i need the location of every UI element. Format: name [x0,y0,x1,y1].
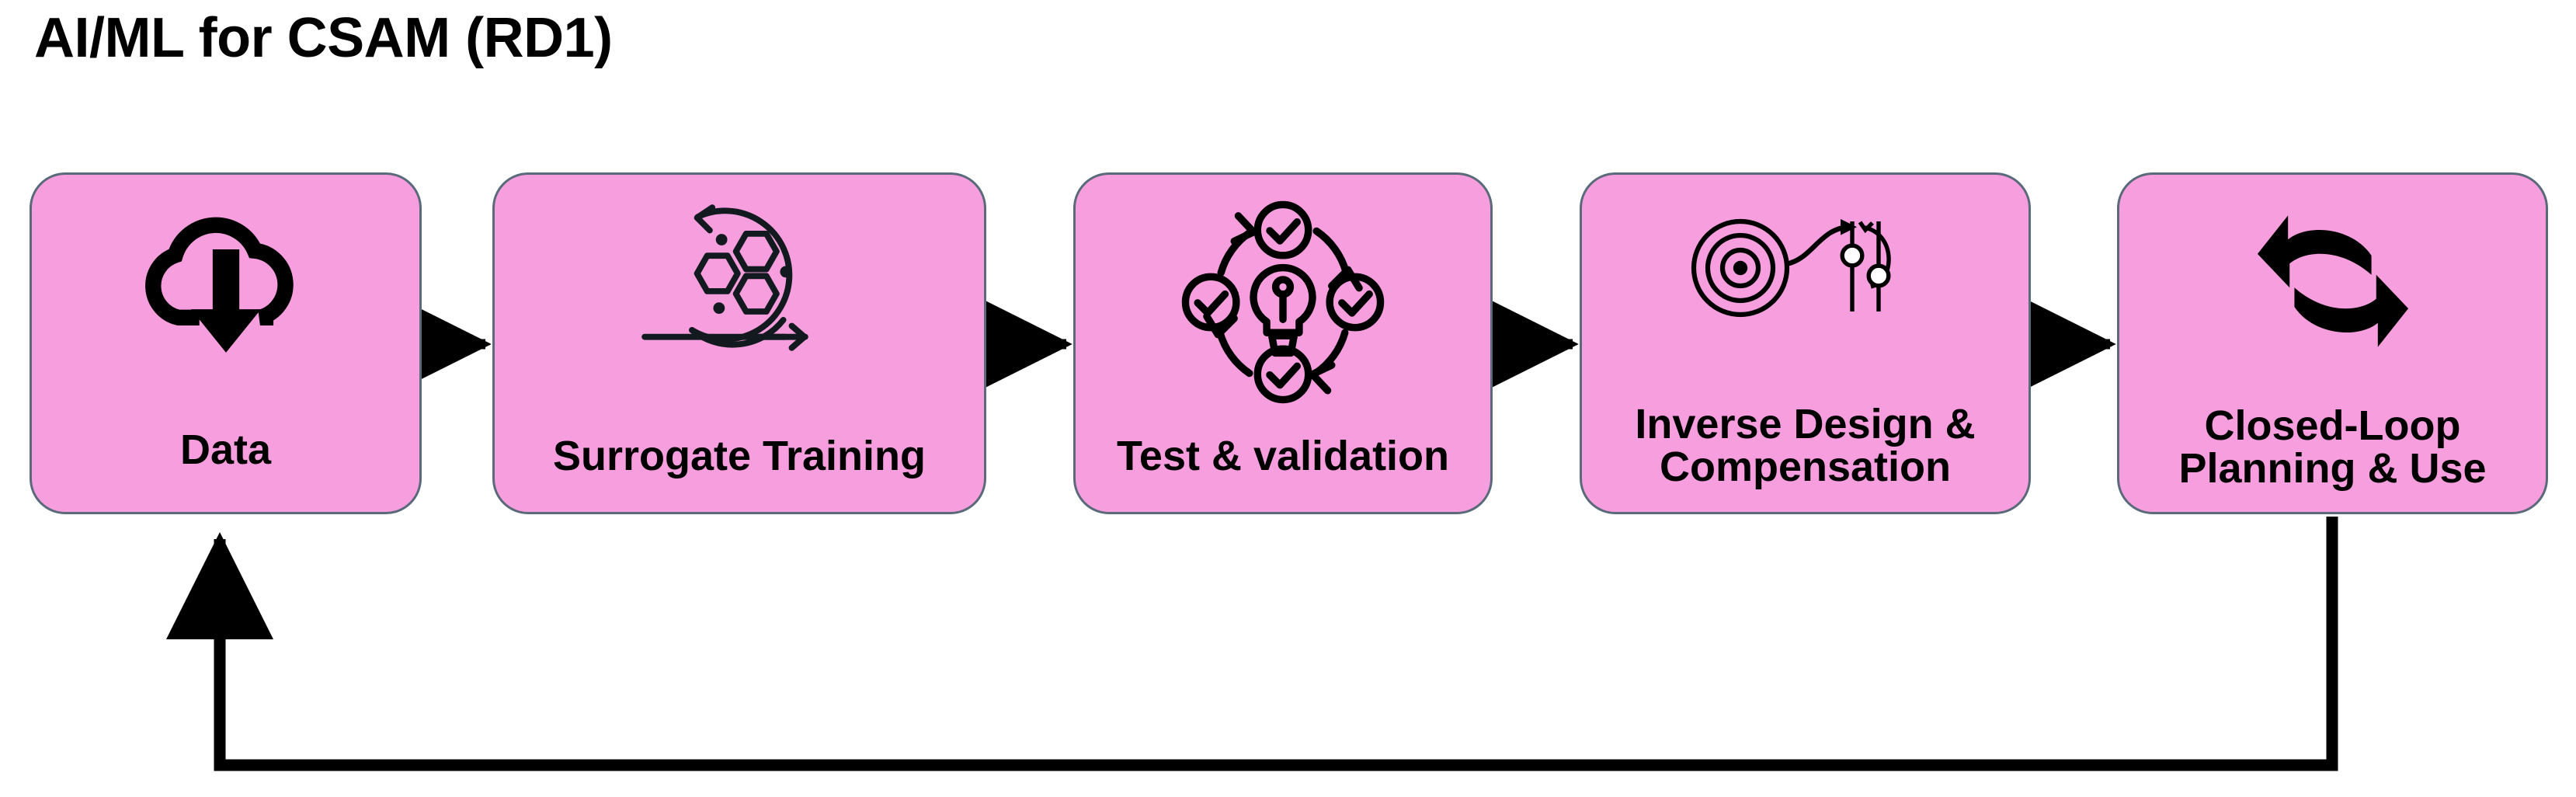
flow-node-label: Surrogate Training [552,432,926,479]
cloud-download-icon [32,175,419,366]
flow-node-data[interactable]: Data [30,172,422,514]
feedback-loop-arrow-up [166,517,2338,771]
flow-node-closed[interactable]: Closed-Loop Planning & Use [2117,172,2548,514]
flow-node-label: Test & validation [1116,432,1450,479]
lightbulb-checks-cycle-icon [1076,175,1490,406]
target-sliders-icon [1582,175,2028,336]
training-loop-hexagons-icon [495,175,984,369]
flow-node-test[interactable]: Test & validation [1073,172,1493,514]
flow-node-label: Data [179,426,272,473]
flow-node-label: Inverse Design & Compensation [1635,400,1976,490]
page-title: AI/ML for CSAM (RD1) [34,7,613,69]
flow-node-surrogate[interactable]: Surrogate Training [492,172,986,514]
flow-node-label: Closed-Loop Planning & Use [2178,402,2487,492]
flow-node-inverse[interactable]: Inverse Design & Compensation [1580,172,2031,514]
refresh-cycle-arrows-icon [2119,175,2546,355]
